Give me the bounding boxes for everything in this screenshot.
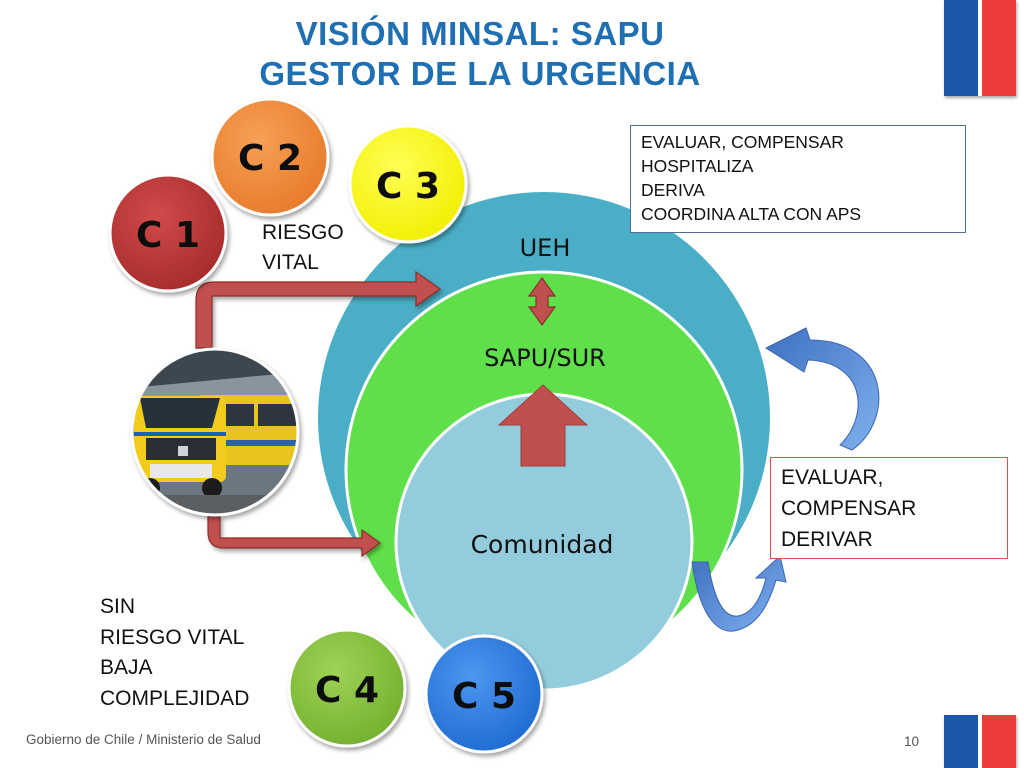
ueh-functions-box: EVALUAR, COMPENSAR HOSPITALIZA DERIVA CO… — [630, 125, 966, 233]
sapu-functions-box: EVALUAR, COMPENSAR DERIVAR — [770, 457, 1008, 559]
badge-c1: C 1 — [108, 173, 228, 293]
sapu-label: SAPU/SUR — [484, 344, 606, 372]
title-line-1: VISIÓN MINSAL: SAPU — [295, 15, 665, 52]
u-turn-arrow — [691, 555, 787, 632]
badge-c3-label: C 3 — [376, 166, 440, 207]
title-line-2: GESTOR DE LA URGENCIA — [259, 55, 701, 92]
sin-riesgo-label: SIN RIESGO VITAL BAJA COMPLEJIDAD — [100, 595, 250, 710]
elbow-arrow-to-ueh — [195, 270, 442, 349]
badge-c4-label: C 4 — [315, 670, 379, 711]
comunidad-label: Comunidad — [471, 530, 614, 559]
badge-c3: C 3 — [348, 124, 468, 244]
up-arrow-icon — [497, 384, 589, 467]
flag-bottom — [944, 715, 1016, 768]
badge-c2-label: C 2 — [238, 138, 302, 179]
badge-c4: C 4 — [287, 628, 407, 748]
badge-c1-label: C 1 — [136, 215, 200, 256]
badge-c5-label: C 5 — [452, 676, 516, 717]
ueh-label: UEH — [520, 234, 571, 262]
double-arrow-icon — [527, 276, 557, 327]
elbow-arrow-to-comunidad — [207, 515, 382, 558]
badge-c2: C 2 — [210, 97, 330, 217]
footer-text: Gobierno de Chile / Ministerio de Salud — [26, 732, 261, 747]
slide-title: VISIÓN MINSAL: SAPU GESTOR DE LA URGENCI… — [120, 14, 840, 94]
curved-arrow-to-ueh — [764, 327, 880, 451]
badge-c5: C 5 — [424, 634, 544, 754]
flag-top — [944, 0, 1016, 96]
riesgo-vital-label: RIESGO VITAL — [262, 221, 344, 274]
ambulance-photo — [130, 347, 300, 517]
page-number: 10 — [904, 734, 920, 749]
